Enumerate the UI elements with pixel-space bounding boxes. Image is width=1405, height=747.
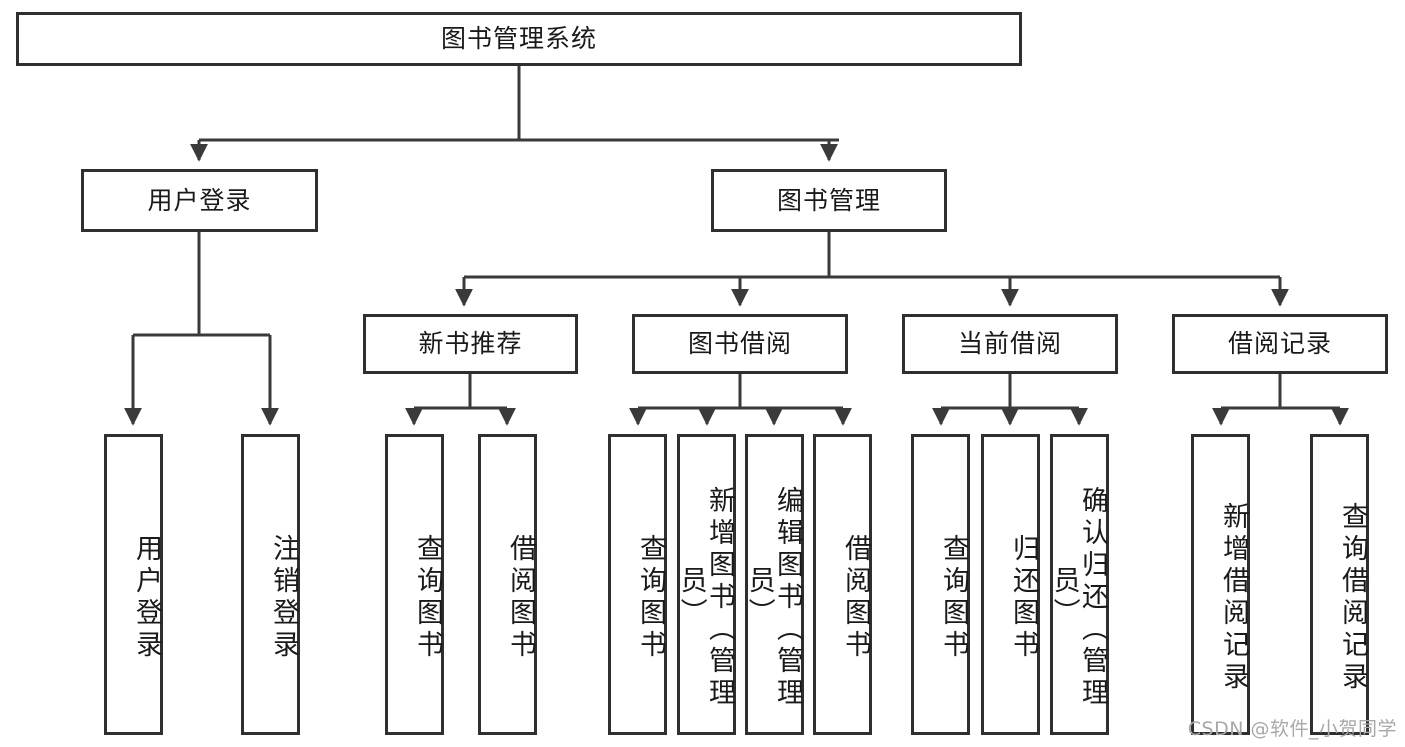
node-label: 查询图书 <box>635 533 666 662</box>
leaf-borrow-add-book-admin[interactable]: 新增图书（管理员） <box>675 434 736 735</box>
node-label: 新增图书（管理员） <box>675 485 735 710</box>
node-label: 图书借阅 <box>687 329 792 359</box>
node-label: 查询借阅记录 <box>1337 501 1368 694</box>
node-label: 编辑图书（管理员） <box>743 485 803 710</box>
leaf-current-query-book[interactable]: 查询图书 <box>911 434 970 735</box>
node-label: 确认归还（管理员） <box>1048 485 1108 710</box>
node-label: 借阅记录 <box>1227 329 1332 359</box>
node-label: 用户登录 <box>131 533 162 662</box>
leaf-recommend-query-book[interactable]: 查询图书 <box>385 434 444 735</box>
node-root-system[interactable]: 图书管理系统 <box>16 12 1022 66</box>
node-new-book-recommend[interactable]: 新书推荐 <box>363 314 578 374</box>
node-label: 借阅图书 <box>840 533 871 662</box>
node-label: 图书管理 <box>776 185 881 215</box>
node-label: 用户登录 <box>147 185 252 215</box>
node-label: 当前借阅 <box>957 329 1062 359</box>
node-book-borrow[interactable]: 图书借阅 <box>632 314 848 374</box>
csdn-watermark: CSDN @软件_小贺同学 <box>1187 718 1397 740</box>
node-label: 图书管理系统 <box>440 24 597 54</box>
node-user-login[interactable]: 用户登录 <box>81 169 318 232</box>
leaf-user-login-signout[interactable]: 注销登录 <box>241 434 300 735</box>
node-label: 借阅图书 <box>505 533 536 662</box>
leaf-record-query-record[interactable]: 查询借阅记录 <box>1310 434 1369 735</box>
node-borrow-record[interactable]: 借阅记录 <box>1172 314 1388 374</box>
node-label: 查询图书 <box>412 533 443 662</box>
leaf-user-login-signin[interactable]: 用户登录 <box>104 434 163 735</box>
leaf-borrow-borrow-book[interactable]: 借阅图书 <box>813 434 872 735</box>
leaf-recommend-borrow-book[interactable]: 借阅图书 <box>478 434 537 735</box>
leaf-borrow-edit-book-admin[interactable]: 编辑图书（管理员） <box>743 434 804 735</box>
node-label: 新书推荐 <box>418 329 523 359</box>
node-label: 注销登录 <box>268 533 299 662</box>
node-book-management[interactable]: 图书管理 <box>711 169 947 232</box>
node-label: 新增借阅记录 <box>1218 501 1249 694</box>
leaf-current-confirm-return-admin[interactable]: 确认归还（管理员） <box>1048 434 1109 735</box>
node-current-borrow[interactable]: 当前借阅 <box>902 314 1118 374</box>
node-label: 归还图书 <box>1008 533 1039 662</box>
leaf-borrow-query-book[interactable]: 查询图书 <box>608 434 667 735</box>
leaf-record-add-record[interactable]: 新增借阅记录 <box>1191 434 1250 735</box>
node-label: 查询图书 <box>938 533 969 662</box>
leaf-current-return-book[interactable]: 归还图书 <box>981 434 1040 735</box>
